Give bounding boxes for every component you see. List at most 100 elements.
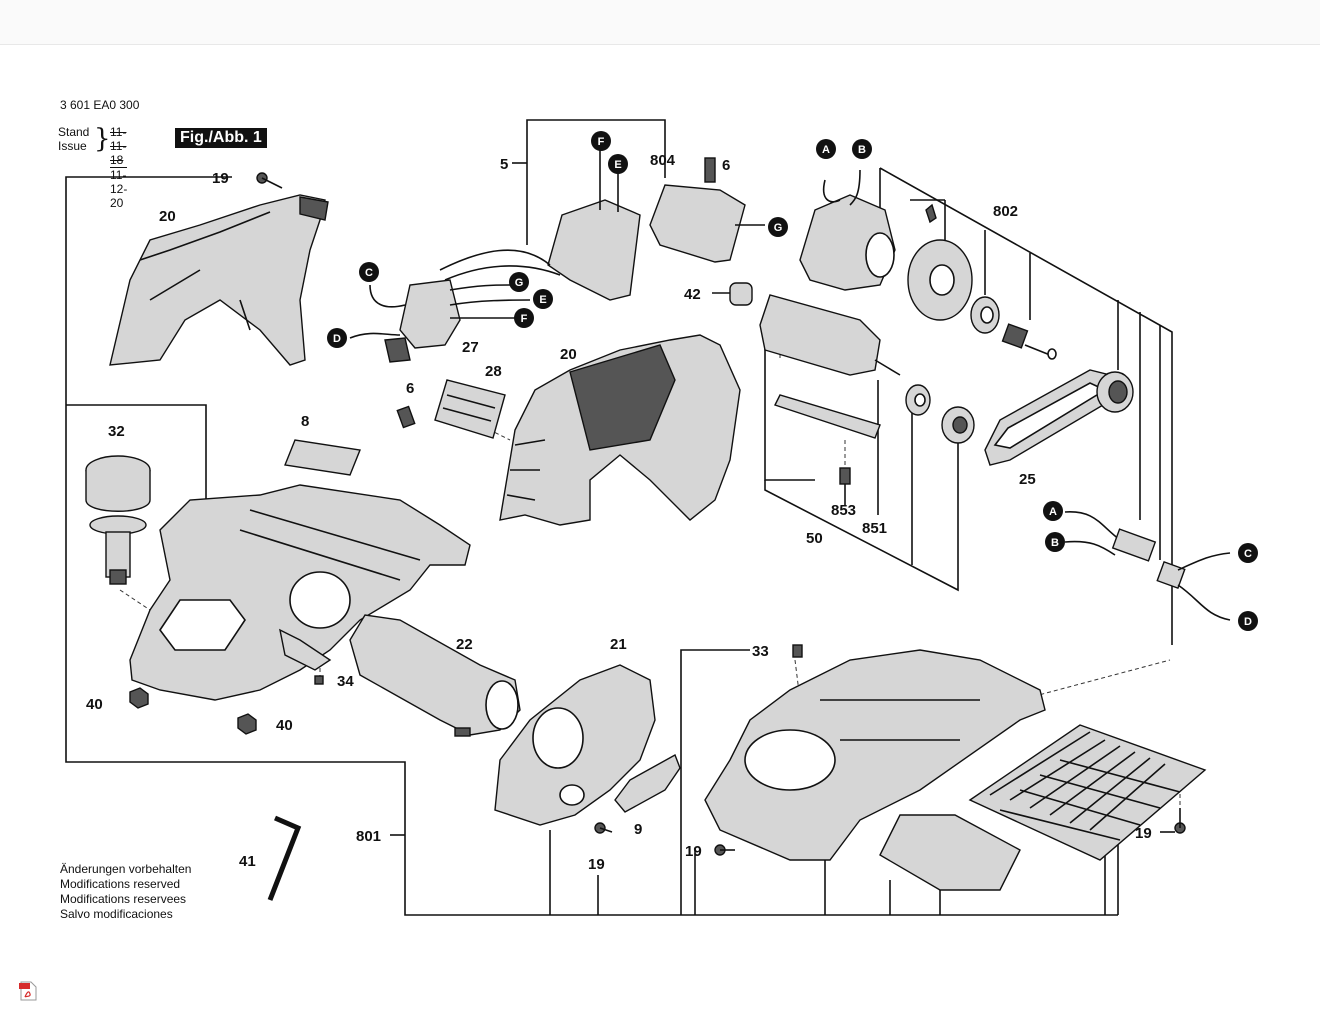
part-851: 851 [862, 520, 887, 537]
marker-D1: D [327, 328, 347, 348]
marker-G2: G [509, 272, 529, 292]
part-40a: 40 [86, 696, 103, 713]
part-804: 804 [650, 152, 676, 169]
part-21: 21 [610, 636, 627, 653]
marker-F1: F [591, 131, 611, 151]
svg-text:E: E [539, 294, 546, 306]
part-42: 42 [684, 286, 701, 303]
label-plate [284, 439, 361, 476]
housing-half-center [499, 334, 741, 526]
part-41: 41 [239, 853, 256, 870]
battery-cover [434, 379, 506, 439]
svg-text:A: A [822, 144, 830, 156]
chip-ejector-tube [349, 614, 521, 737]
marker-C2: C [1238, 543, 1258, 563]
part-19c: 19 [685, 843, 702, 860]
chip-deflector [494, 664, 656, 826]
motor [799, 169, 896, 291]
part-27: 27 [462, 339, 479, 356]
part-20b: 20 [560, 346, 577, 363]
allen-key [267, 815, 302, 901]
part-6a: 6 [722, 157, 730, 174]
note-fr: Modifications reservees [60, 892, 187, 906]
svg-text:B: B [1051, 537, 1059, 549]
svg-text:F: F [598, 136, 605, 148]
fan [907, 203, 973, 321]
part-6b: 6 [406, 380, 414, 397]
part-801: 801 [356, 828, 381, 845]
marker-G1: G [768, 217, 788, 237]
circuit-board [649, 157, 765, 263]
svg-text:E: E [614, 159, 621, 171]
svg-text:A: A [1049, 506, 1057, 518]
part-19d: 19 [1135, 825, 1152, 842]
nuts [129, 675, 324, 735]
marker-A1: A [816, 139, 836, 159]
part-34: 34 [337, 673, 354, 690]
marker-B1: B [852, 139, 872, 159]
pulley-shaft [1001, 323, 1057, 360]
part-25: 25 [1019, 471, 1036, 488]
marker-C1: C [359, 262, 379, 282]
trigger-switch [349, 279, 531, 363]
svg-text:C: C [365, 267, 373, 279]
modification-notes: Änderungen vorbehalten Modifications res… [60, 862, 191, 922]
part-40b: 40 [276, 717, 293, 734]
top-bar [0, 0, 1320, 45]
svg-text:G: G [774, 222, 783, 234]
marker-A2: A [1043, 501, 1063, 521]
part-9: 9 [634, 821, 642, 838]
marker-D2: D [1238, 611, 1258, 631]
part-19a: 19 [212, 170, 229, 187]
screws [256, 172, 1186, 856]
connectors [1064, 511, 1231, 621]
sleeve [729, 282, 753, 306]
bearing-upper [970, 296, 1000, 334]
switch-module [439, 150, 641, 301]
document-number: 3 601 EA0 300 [60, 98, 140, 112]
marker-F2: F [514, 308, 534, 328]
part-19b: 19 [588, 856, 605, 873]
note-de: Änderungen vorbehalten [60, 862, 192, 876]
note-en: Modifications reserved [60, 877, 181, 891]
depth-knob [85, 455, 151, 585]
part-32: 32 [108, 423, 125, 440]
figure-label: Fig./Abb. 1 [175, 128, 267, 148]
svg-text:C: C [1244, 548, 1252, 560]
part-20a: 20 [159, 208, 176, 225]
part-853: 853 [831, 502, 856, 519]
svg-text:G: G [515, 277, 524, 289]
part-22: 22 [456, 636, 473, 653]
pdf-icon [19, 981, 37, 1001]
part-5: 5 [500, 156, 508, 173]
issue-date: 11-12-20 [110, 167, 128, 210]
pulley-right [1096, 371, 1134, 413]
svg-text:B: B [858, 144, 866, 156]
svg-text:D: D [333, 333, 341, 345]
part-33: 33 [752, 643, 769, 660]
armature [759, 294, 975, 485]
part-802: 802 [993, 203, 1018, 220]
gasket-pad [614, 753, 681, 813]
brace-icon: } [94, 124, 111, 154]
revision-block: Stand Issue } 11-11-18 11-12-20 [58, 125, 128, 210]
stand-label: Stand [58, 125, 90, 139]
marker-B2: B [1045, 532, 1065, 552]
stand-date: 11-11-18 [110, 125, 127, 167]
issue-label: Issue [58, 139, 87, 153]
svg-text:D: D [1244, 616, 1252, 628]
marker-E2: E [533, 289, 553, 309]
housing-half-left [109, 194, 329, 366]
part-50: 50 [806, 530, 823, 547]
note-es: Salvo modificaciones [60, 907, 173, 921]
spring [396, 405, 416, 429]
sole-plate [968, 724, 1207, 861]
group-lines [65, 119, 1175, 916]
planer-base-housing [129, 484, 471, 701]
svg-text:F: F [521, 313, 528, 325]
base-plate [704, 649, 1046, 891]
marker-E1: E [608, 154, 628, 174]
part-28: 28 [485, 363, 502, 380]
part-8: 8 [301, 413, 309, 430]
